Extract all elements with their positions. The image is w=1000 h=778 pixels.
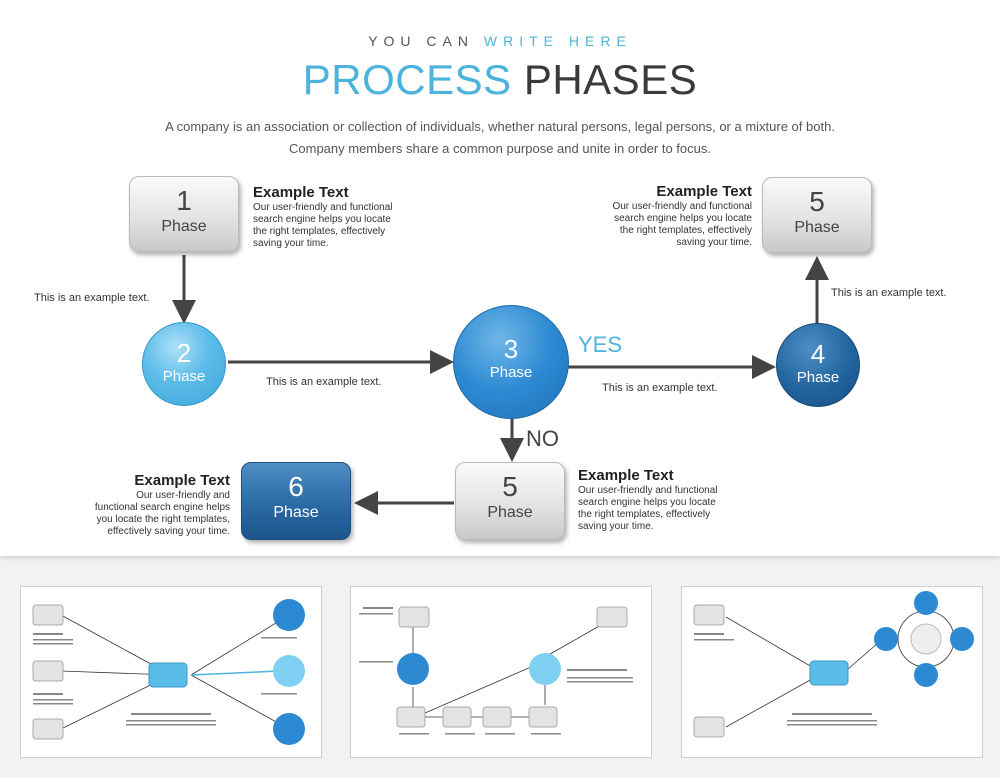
- phase-5-bottom-label: Phase: [487, 504, 533, 521]
- connector-text-3: This is an example text.: [602, 382, 718, 394]
- phase-4-circle[interactable]: 4 Phase: [776, 323, 860, 407]
- title-part-b: PHASES: [523, 56, 698, 103]
- connector-text-4: This is an example text.: [831, 287, 947, 299]
- phase-3-number: 3: [503, 334, 519, 364]
- page-title: PROCESS PHASES: [0, 56, 1000, 104]
- example-block-1: Example Text Our user-friendly and funct…: [253, 184, 393, 250]
- title-part-a: PROCESS: [302, 56, 512, 103]
- phase-2-label: Phase: [162, 368, 206, 385]
- example-block-3: Example Text Our user-friendly and funct…: [92, 472, 230, 538]
- no-label: NO: [526, 426, 559, 451]
- phase-4-number: 4: [810, 339, 826, 369]
- phase-5-bottom-box[interactable]: 5 Phase: [455, 462, 565, 540]
- connectors: [172, 255, 829, 515]
- phase-4-label: Phase: [796, 369, 840, 386]
- connector-text-2: This is an example text.: [266, 376, 382, 388]
- phase-5-bottom-number: 5: [502, 471, 518, 502]
- subtitle-part-b: WRITE HERE: [483, 33, 632, 49]
- thumbnail-2[interactable]: [350, 586, 652, 758]
- example-title-4: Example Text: [578, 467, 674, 484]
- thumbnail-3-drawing: [693, 591, 974, 738]
- phase-6-label: Phase: [273, 504, 319, 521]
- description: A company is an association or collectio…: [165, 119, 835, 156]
- phase-1-box[interactable]: 1 Phase: [129, 176, 239, 252]
- example-title-3: Example Text: [134, 472, 230, 489]
- thumbnail-1-drawing: [32, 599, 305, 745]
- example-title-2: Example Text: [656, 183, 752, 200]
- connector-text-1: This is an example text.: [34, 292, 150, 304]
- thumbnail-1[interactable]: [20, 586, 322, 758]
- phase-1-label: Phase: [161, 218, 207, 235]
- phase-2-number: 2: [176, 338, 192, 368]
- main-slide: YOU CAN WRITE HERE PROCESS PHASES A comp…: [0, 0, 1000, 556]
- subtitle-part-a: YOU CAN: [368, 33, 474, 49]
- thumbnail-3[interactable]: [681, 586, 983, 758]
- example-body-1: Our user-friendly and functional search …: [253, 202, 393, 249]
- phase-6-number: 6: [288, 471, 304, 502]
- phase-2-circle[interactable]: 2 Phase: [142, 322, 226, 406]
- example-block-4: Example Text Our user-friendly and funct…: [578, 467, 718, 533]
- example-body-3: Our user-friendly and functional search …: [94, 490, 230, 537]
- yes-label: YES: [578, 332, 623, 357]
- thumbnail-2-drawing: [359, 606, 633, 735]
- example-block-2: Example Text Our user-friendly and funct…: [612, 183, 752, 249]
- phase-5-top-box[interactable]: 5 Phase: [762, 177, 872, 253]
- example-title-1: Example Text: [253, 184, 349, 201]
- phase-6-box[interactable]: 6 Phase: [241, 462, 351, 540]
- phase-3-label: Phase: [489, 364, 533, 381]
- subtitle: YOU CAN WRITE HERE: [0, 33, 1000, 49]
- phase-5-top-number: 5: [809, 186, 825, 217]
- phase-3-circle[interactable]: 3 Phase: [453, 305, 569, 419]
- phase-1-number: 1: [176, 185, 192, 216]
- phase-5-top-label: Phase: [794, 219, 840, 236]
- example-body-2: Our user-friendly and functional search …: [612, 201, 752, 248]
- example-body-4: Our user-friendly and functional search …: [578, 485, 718, 532]
